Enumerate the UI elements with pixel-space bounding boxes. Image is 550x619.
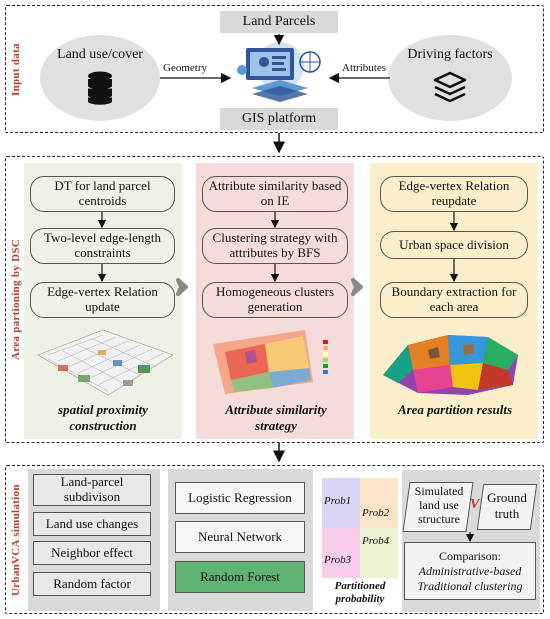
partition-caption: Area partition results bbox=[397, 402, 513, 417]
database-icon bbox=[88, 71, 112, 105]
logistic-regression-model: Logistic Regression bbox=[175, 482, 305, 514]
layers-icon bbox=[433, 71, 467, 103]
land-parcels-node: Land Parcels bbox=[220, 11, 338, 33]
prob4-label: Prob4 bbox=[362, 535, 390, 547]
similarity-caption: Attribute similarity strategy bbox=[225, 402, 327, 433]
land-use-cover-node: Land use/cover bbox=[40, 35, 160, 121]
gis-platform-node: GIS platform bbox=[220, 108, 338, 130]
attribute-similarity-step: Attribute similarity based on IE bbox=[202, 176, 348, 212]
area-partitioning-section bbox=[5, 156, 544, 443]
neighbor-effect-factor: Neighbor effect bbox=[33, 541, 151, 565]
boundary-extraction-step: Boundary extraction for each area bbox=[380, 282, 528, 318]
prob2-cell bbox=[360, 478, 398, 528]
input-data-section bbox=[5, 5, 544, 133]
similarity-panel bbox=[196, 163, 354, 439]
driving-factors-node: Driving factors bbox=[388, 35, 512, 121]
random-forest-model: Random Forest bbox=[175, 561, 305, 593]
prob-caption: Partitioned probability bbox=[334, 580, 386, 606]
land-use-cover-label: Land use/cover bbox=[57, 47, 143, 62]
bfs-clustering-step: Clustering strategy with attributes by B… bbox=[202, 228, 348, 264]
prob2-label: Prob2 bbox=[362, 507, 390, 519]
urban-space-division-step: Urban space division bbox=[380, 231, 528, 259]
attributes-edge-label: Attributes bbox=[342, 62, 386, 74]
land-use-changes-factor: Land use changes bbox=[33, 512, 151, 536]
proximity-panel bbox=[24, 163, 182, 439]
prob1-cell bbox=[322, 478, 360, 528]
driving-factors-label: Driving factors bbox=[407, 47, 493, 62]
edge-vertex-reupdate-step: Edge-vertex Relation reupdate bbox=[380, 176, 528, 212]
ground-truth-label: Ground truth bbox=[487, 490, 527, 521]
prob4-cell bbox=[360, 528, 398, 578]
comparison-traditional: Traditional clustering bbox=[417, 578, 523, 593]
urbanvca-section bbox=[5, 465, 544, 614]
gis-platform-icon bbox=[237, 42, 321, 102]
land-parcel-subdivision-factor: Land-parcel subdivison bbox=[33, 474, 151, 506]
proximity-caption: spatial proximity construction bbox=[58, 402, 148, 433]
random-factor: Random factor bbox=[33, 572, 151, 596]
geometry-edge-label: Geometry bbox=[163, 62, 207, 74]
comparison-administrative: Administrative-based bbox=[418, 563, 522, 578]
neural-network-model: Neural Network bbox=[175, 521, 305, 553]
prob-grid: Prob1 Prob2 Prob3 Prob4 bbox=[322, 478, 398, 578]
comparison-title: Comparison: bbox=[439, 548, 501, 563]
simulated-structure-label: Simulated land use structure bbox=[414, 484, 464, 526]
parcel-map-image bbox=[37, 329, 174, 396]
prob3-label: Prob3 bbox=[324, 554, 352, 566]
comparison-box: Comparison: Administrative-based Traditi… bbox=[404, 542, 536, 600]
edge-vertex-update-step: Edge-vertex Relation update bbox=[30, 282, 175, 318]
prob3-cell bbox=[322, 528, 360, 578]
heatmap-image bbox=[213, 330, 328, 394]
prob1-label: Prob1 bbox=[324, 495, 352, 507]
edge-length-constraints-step: Two-level edge-length constraints bbox=[30, 228, 175, 264]
partition-map-image bbox=[383, 335, 518, 395]
dt-centroids-step: DT for land parcel centroids bbox=[30, 176, 175, 212]
homogeneous-clusters-step: Homogeneous clusters generation bbox=[202, 282, 348, 318]
